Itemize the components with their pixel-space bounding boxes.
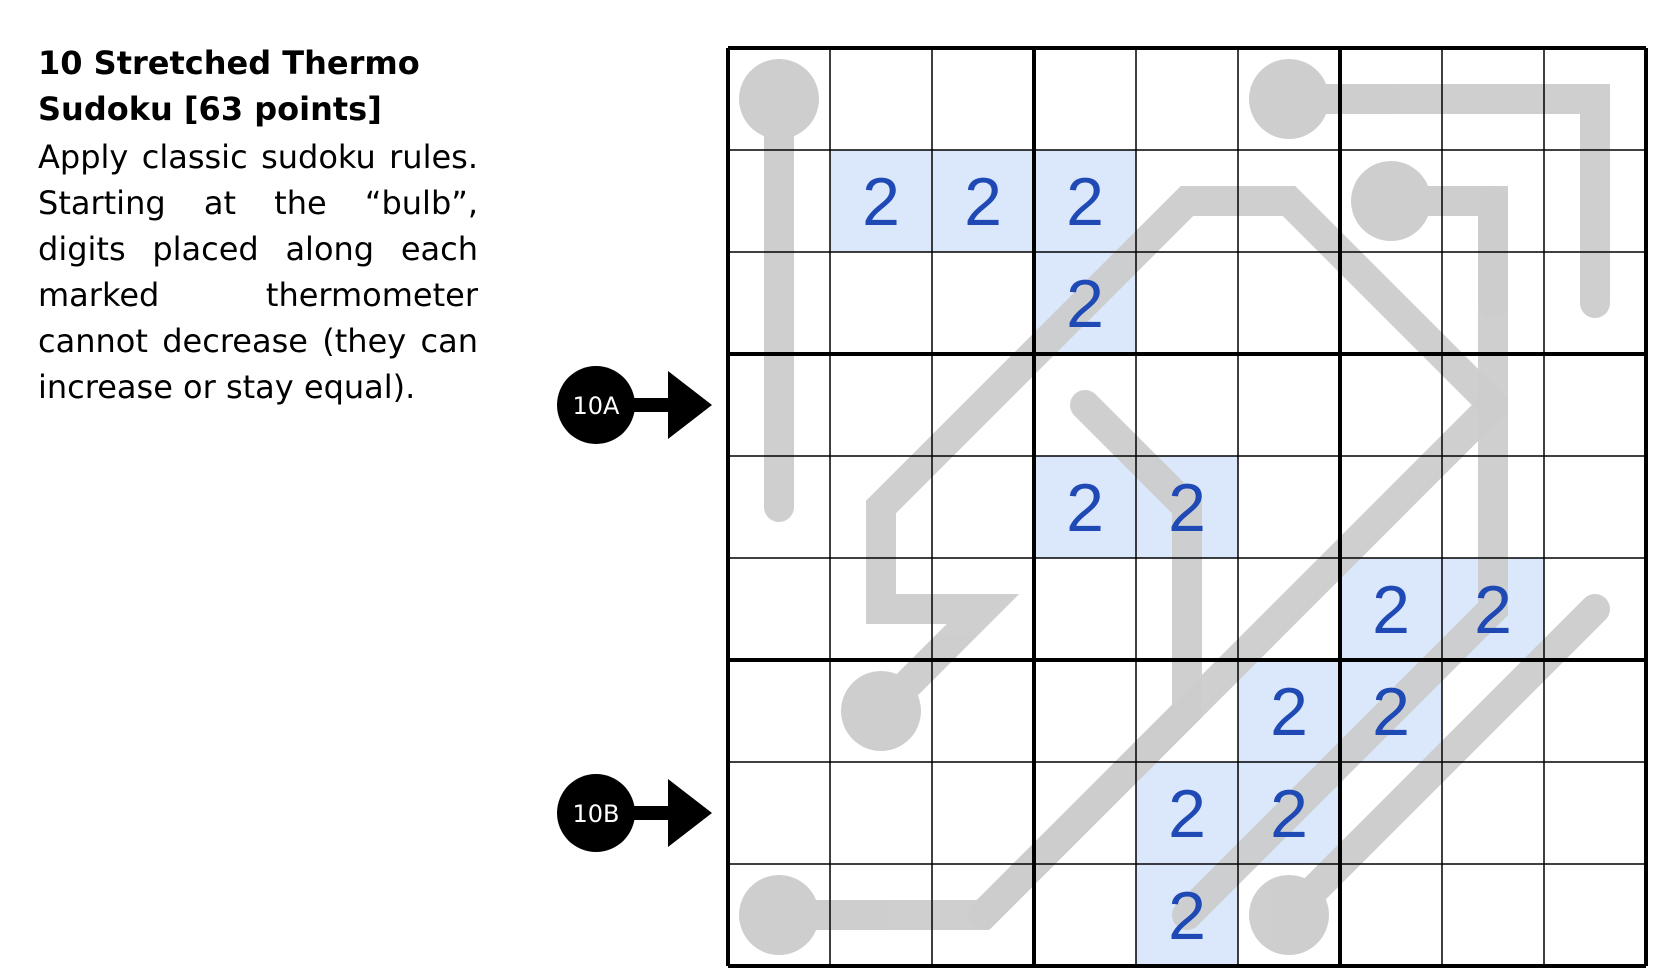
highlighted-cell[interactable]: [1340, 558, 1442, 660]
cell-digit: 2: [1168, 878, 1206, 954]
highlighted-cell[interactable]: [932, 150, 1034, 252]
arrow-head-icon: [668, 371, 712, 439]
cell-digit: 2: [862, 164, 900, 240]
marker-circle: [557, 774, 635, 852]
row-marker-10b: 10B: [557, 774, 712, 852]
thermometer-bulb: [739, 59, 819, 139]
puzzle-title: 10 Stretched Thermo Sudoku [63 points]: [38, 44, 420, 128]
thermometer-bulb: [1249, 875, 1329, 955]
row-markers: 10A 10B: [557, 366, 712, 852]
cell-digit: 2: [1168, 776, 1206, 852]
highlighted-cell[interactable]: [1034, 456, 1136, 558]
cell-digit: 2: [1474, 572, 1512, 648]
cell-digit: 2: [1168, 470, 1206, 546]
cell-digit: 2: [1372, 572, 1410, 648]
cell-digit: 2: [1066, 470, 1104, 546]
thermometer-bulb: [1351, 161, 1431, 241]
cell-digit: 2: [1066, 164, 1104, 240]
highlighted-cell[interactable]: [1136, 762, 1238, 864]
marker-circle: [557, 366, 635, 444]
highlighted-cell[interactable]: [1238, 660, 1340, 762]
thermometer: [739, 59, 819, 522]
cell-digit: 2: [1270, 674, 1308, 750]
cell-digit: 2: [1066, 266, 1104, 342]
thermometer-bulb: [1249, 59, 1329, 139]
highlighted-cell[interactable]: [830, 150, 932, 252]
thermometer: [1249, 59, 1610, 318]
cell-digit: 2: [964, 164, 1002, 240]
thermometer-bulb: [841, 671, 921, 751]
cell-digit: 2: [1372, 674, 1410, 750]
row-marker-10a: 10A: [557, 366, 712, 444]
thermometer-bulb: [739, 875, 819, 955]
puzzle-rules: Apply classic sudoku rules. Starting at …: [38, 138, 478, 406]
marker-label: 10A: [573, 392, 621, 420]
arrow-head-icon: [668, 779, 712, 847]
arrow-shaft: [630, 398, 670, 412]
cell-digit: 2: [1270, 776, 1308, 852]
thermometer-tube: [1274, 84, 1610, 318]
arrow-shaft: [630, 806, 670, 820]
marker-label: 10B: [572, 800, 619, 828]
highlighted-cell[interactable]: [1034, 150, 1136, 252]
